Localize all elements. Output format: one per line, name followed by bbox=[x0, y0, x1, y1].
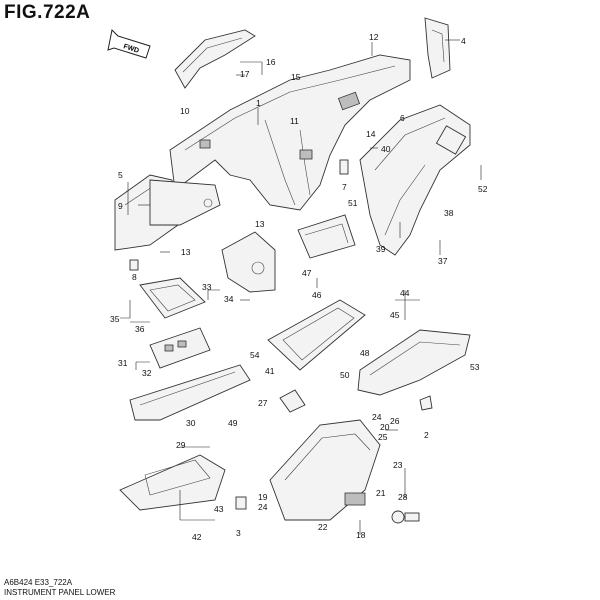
callout-26[interactable]: 26 bbox=[390, 416, 400, 426]
callout-5[interactable]: 5 bbox=[118, 170, 123, 180]
part-46-center-bracket[interactable] bbox=[297, 214, 356, 259]
callout-34[interactable]: 34 bbox=[224, 294, 234, 304]
fwd-label: FWD bbox=[122, 43, 139, 55]
callout-54[interactable]: 54 bbox=[250, 350, 260, 360]
part-9-left-bracket[interactable] bbox=[149, 179, 221, 226]
callout-48[interactable]: 48 bbox=[360, 348, 370, 358]
callout-49[interactable]: 49 bbox=[228, 418, 238, 428]
figure-name: INSTRUMENT PANEL LOWER bbox=[4, 588, 116, 597]
part-31-switch-bezel[interactable] bbox=[149, 327, 211, 369]
callout-33[interactable]: 33 bbox=[202, 282, 212, 292]
callout-4[interactable]: 4 bbox=[461, 36, 466, 46]
callout-18[interactable]: 18 bbox=[356, 530, 366, 540]
callout-37[interactable]: 37 bbox=[438, 256, 448, 266]
callout-41[interactable]: 41 bbox=[265, 366, 275, 376]
callout-30[interactable]: 30 bbox=[186, 418, 196, 428]
callout-13-lower[interactable]: 13 bbox=[181, 247, 191, 257]
callout-19[interactable]: 19 bbox=[258, 492, 268, 502]
callout-53[interactable]: 53 bbox=[470, 362, 480, 372]
callout-42[interactable]: 42 bbox=[192, 532, 202, 542]
part-35-switch-panel[interactable] bbox=[139, 277, 206, 319]
callout-45[interactable]: 45 bbox=[390, 310, 400, 320]
callout-43[interactable]: 43 bbox=[214, 504, 224, 514]
callout-20[interactable]: 20 bbox=[380, 422, 390, 432]
part-3-clip[interactable] bbox=[235, 496, 247, 510]
callout-labels: 1 2 3 4 5 6 7 8 9 10 11 12 13 13 14 15 1… bbox=[110, 32, 488, 542]
figure-title: FIG.722A bbox=[4, 2, 91, 23]
fwd-arrow-icon: FWD bbox=[107, 28, 151, 59]
part-2-clip[interactable] bbox=[419, 395, 433, 411]
part-1-panel-frame[interactable] bbox=[169, 54, 411, 211]
callout-21[interactable]: 21 bbox=[376, 488, 386, 498]
callout-44[interactable]: 44 bbox=[400, 288, 410, 298]
callout-36[interactable]: 36 bbox=[135, 324, 145, 334]
callout-14[interactable]: 14 bbox=[366, 129, 376, 139]
part-4-right-bracket[interactable] bbox=[424, 17, 451, 79]
callout-38[interactable]: 38 bbox=[444, 208, 454, 218]
callout-40[interactable]: 40 bbox=[381, 144, 391, 154]
callout-12[interactable]: 12 bbox=[369, 32, 379, 42]
callout-52[interactable]: 52 bbox=[478, 184, 488, 194]
callout-51[interactable]: 51 bbox=[348, 198, 358, 208]
part-28-lock[interactable] bbox=[391, 510, 420, 524]
part-16-duct[interactable] bbox=[174, 29, 256, 89]
callout-27[interactable]: 27 bbox=[258, 398, 268, 408]
callout-35[interactable]: 35 bbox=[110, 314, 120, 324]
part-41-tray[interactable] bbox=[267, 299, 366, 371]
callout-10[interactable]: 10 bbox=[180, 106, 190, 116]
part-8-clip[interactable] bbox=[129, 259, 139, 271]
part-37-right-trim-panel[interactable] bbox=[359, 104, 471, 256]
callout-16[interactable]: 16 bbox=[266, 57, 276, 67]
leader-lines bbox=[120, 39, 482, 535]
part-29-lower-cover[interactable] bbox=[129, 364, 251, 421]
callout-6[interactable]: 6 bbox=[400, 113, 405, 123]
callout-39[interactable]: 39 bbox=[376, 244, 386, 254]
part-27-clip[interactable] bbox=[279, 389, 306, 413]
figure-code: A6B424 E33_722A bbox=[4, 578, 73, 587]
callout-9[interactable]: 9 bbox=[118, 201, 123, 211]
callout-1[interactable]: 1 bbox=[256, 98, 261, 108]
callout-24-upper[interactable]: 24 bbox=[372, 412, 382, 422]
callout-8[interactable]: 8 bbox=[132, 272, 137, 282]
part-33-center-trim[interactable] bbox=[221, 231, 276, 293]
callout-15[interactable]: 15 bbox=[291, 72, 301, 82]
callout-47[interactable]: 47 bbox=[302, 268, 312, 278]
callout-46[interactable]: 46 bbox=[312, 290, 322, 300]
callout-2[interactable]: 2 bbox=[424, 430, 429, 440]
callout-22[interactable]: 22 bbox=[318, 522, 328, 532]
callout-23[interactable]: 23 bbox=[393, 460, 403, 470]
callout-25[interactable]: 25 bbox=[378, 432, 388, 442]
callout-24-lower[interactable]: 24 bbox=[258, 502, 268, 512]
part-44-right-lower-panel[interactable] bbox=[357, 329, 471, 396]
callout-7[interactable]: 7 bbox=[342, 182, 347, 192]
callout-31[interactable]: 31 bbox=[118, 358, 128, 368]
callout-3[interactable]: 3 bbox=[236, 528, 241, 538]
callout-28[interactable]: 28 bbox=[398, 492, 408, 502]
part-18-glove-box[interactable] bbox=[269, 419, 381, 521]
callout-17[interactable]: 17 bbox=[240, 69, 250, 79]
callout-50[interactable]: 50 bbox=[340, 370, 350, 380]
part-42-lower-tray[interactable] bbox=[119, 454, 226, 511]
callout-13-upper[interactable]: 13 bbox=[255, 219, 265, 229]
callout-11[interactable]: 11 bbox=[290, 116, 299, 126]
part-7-clip[interactable] bbox=[339, 159, 349, 175]
callout-29[interactable]: 29 bbox=[176, 440, 186, 450]
callout-32[interactable]: 32 bbox=[142, 368, 152, 378]
